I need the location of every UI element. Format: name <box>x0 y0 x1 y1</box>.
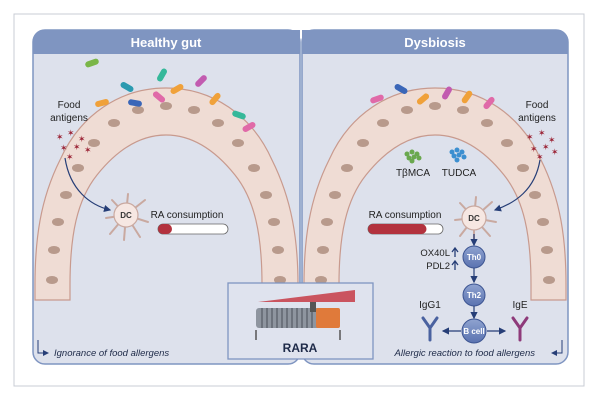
left-caption: Ignorance of food allergens <box>54 348 169 359</box>
left-dc-label: DC <box>120 211 132 220</box>
right-caption-arrow <box>551 340 563 356</box>
bcell-label: B cell <box>463 327 484 336</box>
right-ra-label: RA consumption <box>369 210 442 221</box>
right-antigen-arrow <box>493 159 541 212</box>
healthy-gut-title: Healthy gut <box>131 35 202 50</box>
right-food-label-1: Food <box>526 100 549 111</box>
left-ra-label: RA consumption <box>151 210 224 221</box>
pdl2-up-icon <box>451 259 459 270</box>
dysbiosis-header <box>302 30 568 54</box>
svg-text:✶: ✶ <box>78 134 86 144</box>
right-food-antigen-stars: ✶✶✶✶✶✶✶ <box>526 128 559 162</box>
dysbiosis-villus <box>303 87 567 301</box>
ige-label: IgE <box>512 300 527 311</box>
th0-label: Th0 <box>467 253 482 262</box>
left-food-label-1: Food <box>58 100 81 111</box>
svg-text:✶: ✶ <box>67 128 75 138</box>
right-dc-label: DC <box>468 214 480 223</box>
left-ra-bar-fill <box>158 224 172 234</box>
pdl2-label: PDL2 <box>426 261 450 272</box>
ox40l-up-icon <box>451 246 459 257</box>
tbmca-cluster <box>404 149 422 164</box>
svg-text:✶: ✶ <box>526 132 534 142</box>
left-antigen-arrow <box>64 157 112 213</box>
left-caption-arrow <box>37 340 49 356</box>
right-caption: Allergic reaction to food allergens <box>394 348 536 359</box>
dysbiosis-microbiota <box>370 84 495 110</box>
healthy-microbiota <box>85 58 256 132</box>
right-dendritic-cell <box>454 196 497 243</box>
healthy-gut-header <box>33 30 300 54</box>
rara-rheostat-icon <box>255 290 355 340</box>
b-cell <box>461 318 487 344</box>
svg-text:✶: ✶ <box>84 145 92 155</box>
svg-text:✶: ✶ <box>551 147 559 157</box>
tbmca-label: TβMCA <box>396 168 430 179</box>
left-dendritic-cell <box>105 193 149 241</box>
left-food-antigen-stars: ✶✶✶✶✶✶✶ <box>56 128 92 162</box>
svg-text:✶: ✶ <box>530 144 538 154</box>
svg-text:✶: ✶ <box>536 152 544 162</box>
ox40l-label: OX40L <box>420 248 450 259</box>
ige-antibody-icon <box>511 316 529 342</box>
svg-text:✶: ✶ <box>542 142 550 152</box>
svg-text:✶: ✶ <box>60 143 68 153</box>
igg1-label: IgG1 <box>419 300 441 311</box>
right-food-label-2: antigens <box>518 113 556 124</box>
rara-label: RARA <box>283 341 318 355</box>
dysbiosis-title: Dysbiosis <box>404 35 465 50</box>
right-ra-bar-fill <box>368 224 427 234</box>
tudca-cluster <box>449 147 467 163</box>
svg-text:✶: ✶ <box>538 128 546 138</box>
svg-text:✶: ✶ <box>56 132 64 142</box>
th2-label: Th2 <box>467 291 482 300</box>
igg1-antibody-icon <box>421 316 439 342</box>
tudca-label: TUDCA <box>442 168 477 179</box>
svg-text:✶: ✶ <box>73 142 81 152</box>
svg-text:✶: ✶ <box>66 152 74 162</box>
left-food-label-2: antigens <box>50 113 88 124</box>
svg-text:✶: ✶ <box>548 135 556 145</box>
